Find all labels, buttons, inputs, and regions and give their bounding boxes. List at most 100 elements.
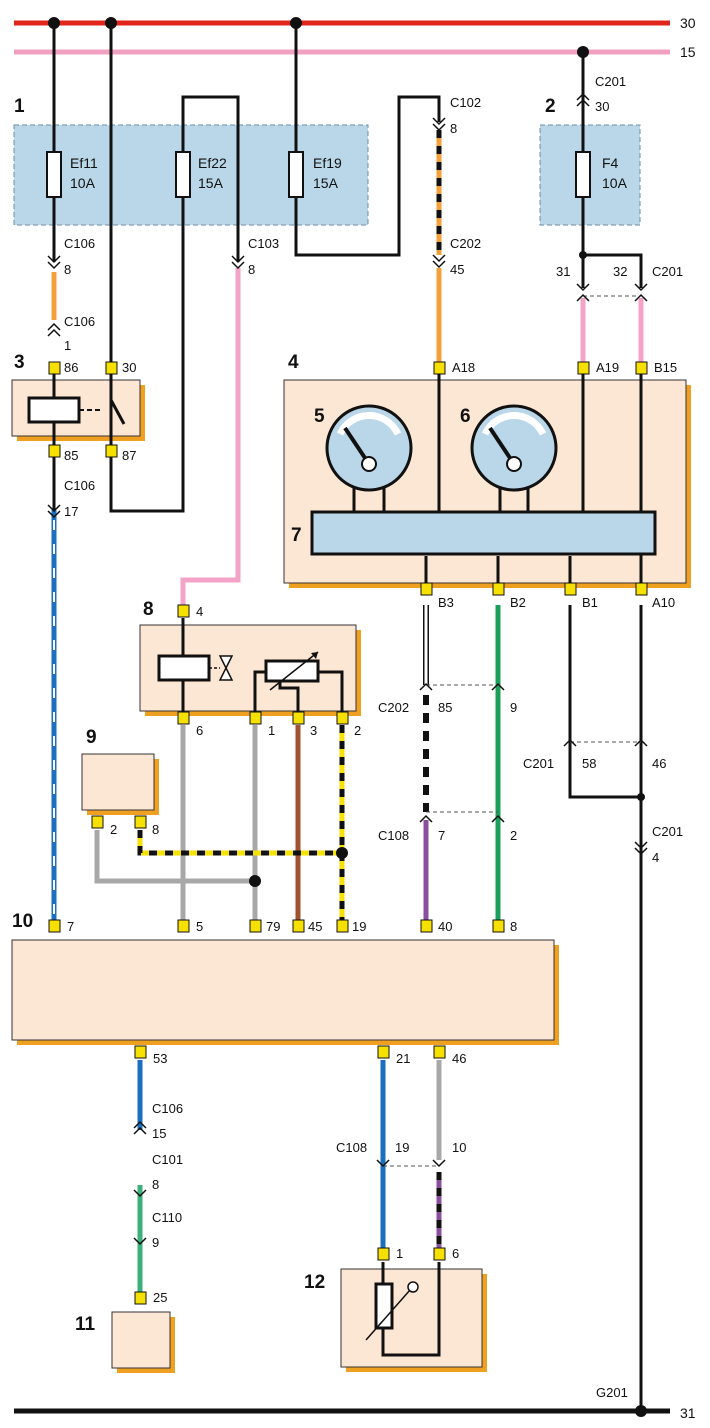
c106-c-pin: 17 xyxy=(64,504,78,519)
comp8-pin-4: 4 xyxy=(196,604,203,619)
pin-b15: B15 xyxy=(654,360,677,375)
c108-b-pin-a: 19 xyxy=(395,1140,409,1155)
ground-label: G201 xyxy=(596,1385,628,1400)
comp10-pin-53: 53 xyxy=(153,1051,167,1066)
comp10-pin-7: 7 xyxy=(67,919,74,934)
comp12-pin-6: 6 xyxy=(452,1246,459,1261)
c101-label: C101 xyxy=(152,1152,183,1167)
c108-b-pin-b: 10 xyxy=(452,1140,466,1155)
gauge-6-icon xyxy=(470,404,558,492)
c108-a-label: C108 xyxy=(378,828,409,843)
comp8-pin-2: 2 xyxy=(354,723,361,738)
c106-d-label: C106 xyxy=(152,1101,183,1116)
c201-mid-pin-b: 32 xyxy=(613,264,627,279)
fuse-ef19-icon xyxy=(288,151,304,198)
pin-b2: B2 xyxy=(510,595,526,610)
comp8-pin-3: 3 xyxy=(310,723,317,738)
comp11-pin-25: 25 xyxy=(153,1290,167,1305)
c110-label: C110 xyxy=(152,1210,182,1225)
c108-b-label: C108 xyxy=(336,1140,367,1155)
fuse-ef11-icon xyxy=(46,151,62,198)
pin-b1: B1 xyxy=(582,595,598,610)
relay-pin-87: 87 xyxy=(122,448,136,463)
component-11-number: 11 xyxy=(75,1314,96,1335)
component-2-number: 2 xyxy=(545,96,556,117)
c202-top-pin: 45 xyxy=(450,262,464,277)
fuse-ef22-name: Ef22 xyxy=(198,155,227,171)
gauge-5-icon xyxy=(325,404,413,492)
pin-terminals xyxy=(48,361,648,1305)
c201-mid-label: C201 xyxy=(652,264,683,279)
power-rails: 30 15 31 G201 xyxy=(14,15,696,1421)
c201-top-pin: 30 xyxy=(595,99,609,114)
c202-top-label: C202 xyxy=(450,236,481,251)
rail-15-label: 15 xyxy=(680,44,696,60)
component-3-number: 3 xyxy=(14,352,25,373)
component-4-number: 4 xyxy=(288,352,299,373)
colored-wires xyxy=(51,130,644,1292)
fuse-f4-name: F4 xyxy=(602,155,619,171)
pin-a19: A19 xyxy=(596,360,619,375)
component-12-number: 12 xyxy=(304,1272,325,1293)
c202-mid-pin-b: 9 xyxy=(510,700,517,715)
c201-bot-pin: 4 xyxy=(652,850,659,865)
c106-b-pin: 1 xyxy=(64,338,71,353)
comp8-pin-6: 6 xyxy=(196,723,203,738)
c202-mid-pin-a: 85 xyxy=(438,700,452,715)
sensor-resistor-icon xyxy=(374,1282,394,1330)
fuse-f4-rating: 10A xyxy=(602,175,628,191)
component-1-number: 1 xyxy=(14,96,25,117)
comp10-pin-46: 46 xyxy=(452,1051,466,1066)
comp10-pin-5: 5 xyxy=(196,919,203,934)
solenoid-coil-icon xyxy=(157,654,211,682)
splice-dots xyxy=(48,17,647,1417)
comp8-pin-1: 1 xyxy=(268,723,275,738)
pin-a18: A18 xyxy=(452,360,475,375)
comp10-pin-45: 45 xyxy=(308,919,322,934)
c106-b-label: C106 xyxy=(64,314,95,329)
comp10-pin-21: 21 xyxy=(396,1051,410,1066)
comp12-pin-1: 1 xyxy=(396,1246,403,1261)
comp10-pin-8: 8 xyxy=(510,919,517,934)
sensor-terminal-icon xyxy=(407,1281,419,1293)
connector-breaks xyxy=(383,295,641,1167)
rail-31-label: 31 xyxy=(680,1405,696,1421)
c106-d-pin: 15 xyxy=(152,1126,166,1141)
fuse-ef22-rating: 15A xyxy=(198,175,224,191)
fuse-ef19-rating: 15A xyxy=(313,175,339,191)
component-7-number: 7 xyxy=(291,525,302,546)
c102-pin: 8 xyxy=(450,121,457,136)
c201-mid-pin-a: 31 xyxy=(556,264,570,279)
c201-low-pin-a: 58 xyxy=(582,756,596,771)
fuse-ef11-name: Ef11 xyxy=(70,155,98,171)
component-5-number: 5 xyxy=(314,406,325,427)
connector-chevrons xyxy=(47,92,648,1246)
relay-pin-85: 85 xyxy=(64,448,78,463)
rail-30-label: 30 xyxy=(680,15,696,31)
cluster-bus-bar xyxy=(310,510,657,556)
connector-labels: C102 8 C201 30 C106 8 C103 8 C202 45 31 … xyxy=(64,74,683,1305)
comp9-pin-8: 8 xyxy=(152,822,159,837)
fuse-f4-icon xyxy=(575,151,591,198)
c102-label: C102 xyxy=(450,95,481,110)
comp10-pin-79: 79 xyxy=(266,919,280,934)
c106-a-pin: 8 xyxy=(64,262,71,277)
c103-label: C103 xyxy=(248,236,279,251)
fuse-ef19-name: Ef19 xyxy=(313,155,342,171)
c202-mid-label: C202 xyxy=(378,700,409,715)
fuses: Ef11 10A Ef22 15A Ef19 15A F4 10A xyxy=(46,151,628,198)
comp9-pin-2: 2 xyxy=(110,822,117,837)
relay-3 xyxy=(27,396,126,425)
c108-a-pin-b: 2 xyxy=(510,828,517,843)
component-8-number: 8 xyxy=(143,599,154,620)
c108-a-pin-a: 7 xyxy=(438,828,445,843)
fuse-ef11-rating: 10A xyxy=(70,175,96,191)
valve-icon xyxy=(218,655,234,681)
c201-bot-label: C201 xyxy=(652,824,683,839)
component-numbers: 3 4 5 6 7 8 9 10 11 12 xyxy=(12,352,471,1335)
comp10-pin-19: 19 xyxy=(352,919,366,934)
comp10-pin-40: 40 xyxy=(438,919,452,934)
component-12-internals xyxy=(365,1281,419,1341)
instrument-cluster xyxy=(310,404,657,556)
